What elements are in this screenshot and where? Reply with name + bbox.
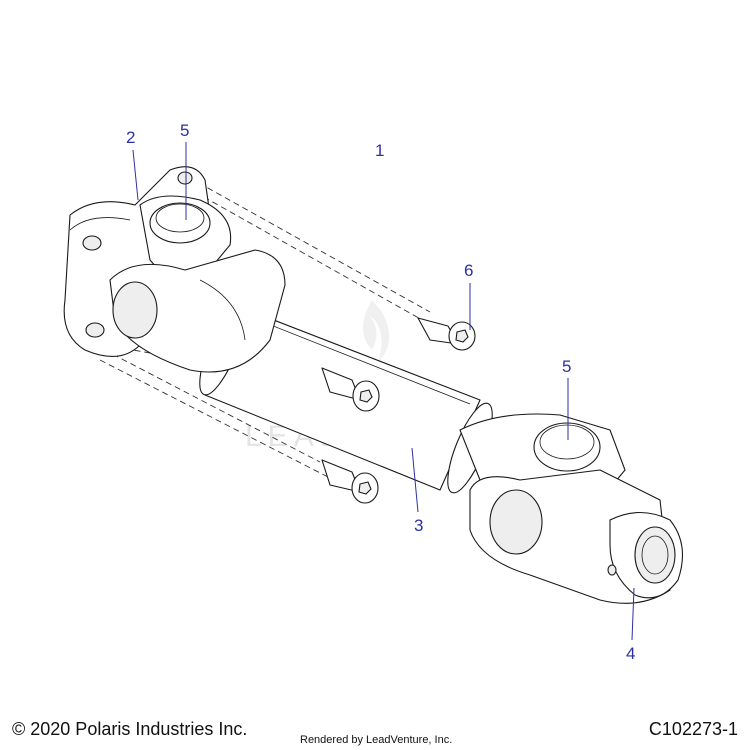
callout-5-upper: 5 bbox=[180, 121, 189, 140]
bolt-lower bbox=[321, 459, 379, 504]
bolt-middle bbox=[321, 367, 380, 412]
part-number: C102273-1 bbox=[648, 719, 738, 739]
callout-4: 4 bbox=[626, 644, 635, 663]
callout-2: 2 bbox=[126, 128, 135, 147]
copyright-text: © 2020 Polaris Industries Inc. bbox=[12, 719, 248, 739]
right-u-joint bbox=[459, 413, 683, 604]
callout-3: 3 bbox=[414, 516, 423, 535]
callout-6: 6 bbox=[464, 261, 473, 280]
callout-1: 1 bbox=[375, 141, 384, 160]
rendered-by-text: Rendered by LeadVenture, Inc. bbox=[300, 734, 453, 746]
callout-5-lower: 5 bbox=[562, 357, 571, 376]
callouts: 1 2 5 6 5 3 4 bbox=[126, 121, 635, 663]
leader-lines bbox=[132, 142, 635, 641]
bolt-upper bbox=[417, 317, 476, 351]
left-u-joint bbox=[109, 195, 286, 373]
